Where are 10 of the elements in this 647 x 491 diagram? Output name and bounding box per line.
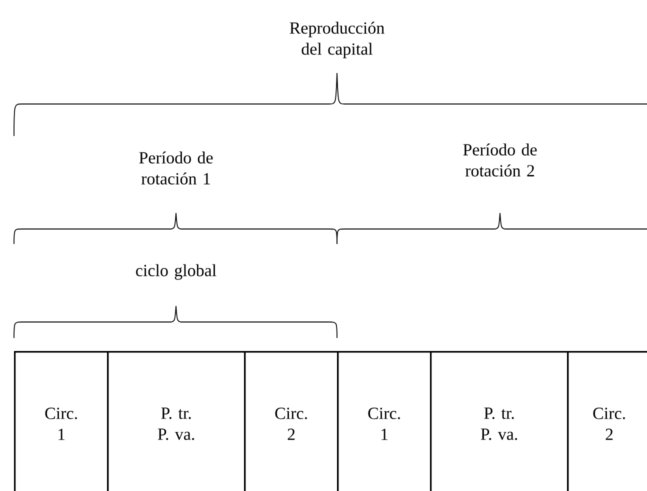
table-cell: Circ. 2: [567, 351, 647, 491]
table-cell: P. tr. P. va.: [430, 351, 569, 491]
table-cell: Circ. 2: [244, 351, 339, 491]
table-cell: Circ. 1: [337, 351, 432, 491]
table-cell: Circ. 1: [14, 351, 109, 491]
brace-label: Reproducción del capital: [290, 22, 384, 58]
brace-label: ciclo global: [136, 264, 216, 280]
table-cell: P. tr. P. va.: [107, 351, 246, 491]
brace-label: Período de rotación 2: [463, 144, 537, 176]
brace-label: Período de rotación 1: [139, 152, 213, 184]
